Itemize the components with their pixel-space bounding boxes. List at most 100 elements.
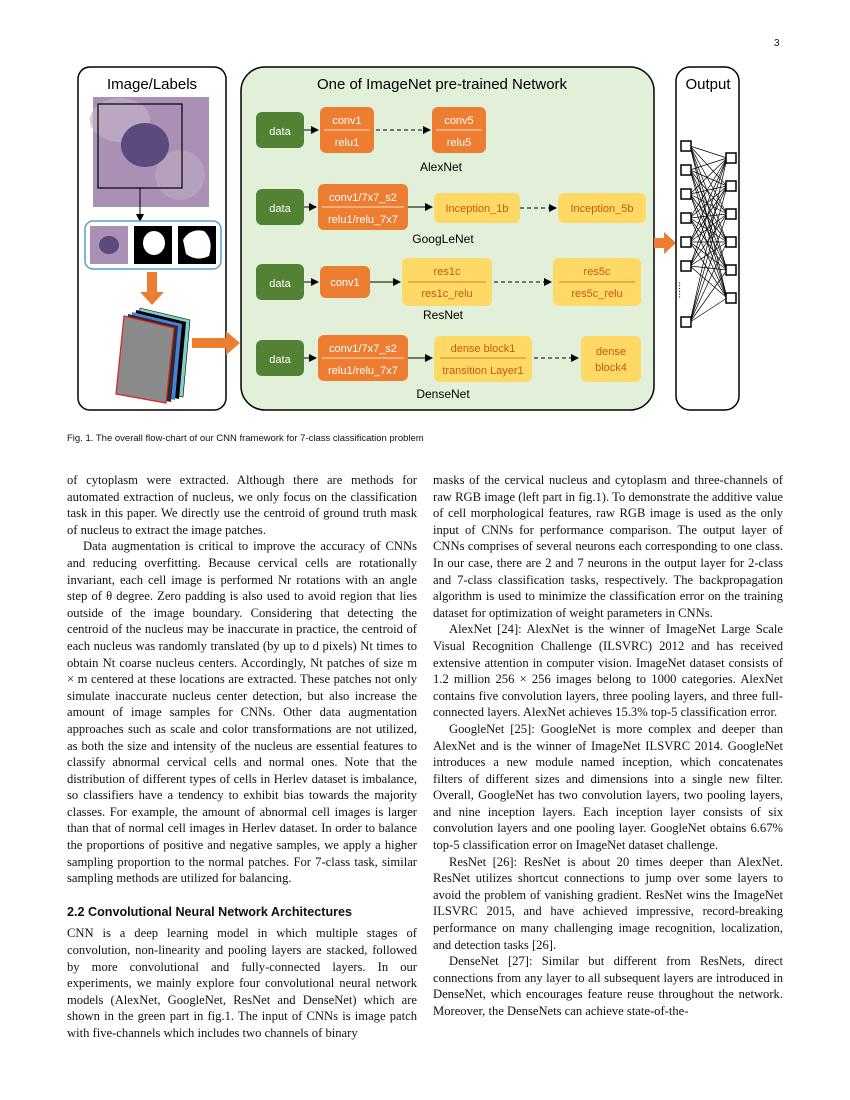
neuron-connection [689, 185, 728, 323]
input-neuron [680, 164, 692, 176]
conv5-label: conv5 [444, 115, 473, 127]
neuron-ellipsis: ...... [676, 282, 687, 299]
thumb-nucleus [99, 236, 119, 254]
res5c-relu-label: res5c_relu [571, 288, 622, 300]
output-neuron [725, 180, 737, 192]
neuron-connection [689, 213, 728, 323]
dense-conv1-label: conv1/7x7_s2 [329, 343, 397, 355]
right-column: masks of the cervical nucleus and cytopl… [433, 472, 783, 1020]
neuron-connection [689, 193, 728, 299]
neuron-connection [689, 217, 728, 243]
paragraph: DenseNet [27]: Similar but different fro… [433, 954, 783, 1018]
orange-right-arrow-2 [654, 232, 676, 254]
resnet-row: data conv1 res1c res1c_relu res5c res5c_… [256, 258, 641, 322]
output-neuron [725, 152, 737, 164]
inception-1b-block [434, 193, 520, 223]
data-label: data [269, 203, 291, 215]
nucleus-mask-shape [143, 231, 165, 255]
dense-relu1-label: relu1/relu_7x7 [328, 365, 398, 377]
inception-5b-block [558, 193, 646, 223]
densenet-row: data conv1/7x7_s2 relu1/relu_7x7 dense b… [256, 335, 641, 401]
cytoplasm-mask-shape [183, 230, 211, 259]
neuron-connection [689, 185, 728, 243]
neuron-connection [689, 241, 728, 323]
stacked-patches [115, 307, 191, 404]
right-panel-title: Output [685, 76, 731, 93]
relu5-label: relu5 [447, 137, 471, 149]
dense-block1-block [434, 336, 532, 382]
input-neuron [680, 260, 692, 272]
res5c-label: res5c [584, 266, 611, 278]
channels-box [84, 220, 222, 270]
neuron-connection [689, 157, 728, 267]
resnet-name: ResNet [423, 308, 464, 322]
resnet-conv1-block [320, 266, 370, 298]
dense-block4-block [581, 336, 641, 382]
nucleus-shape [121, 123, 169, 167]
left-panel-title: Image/Labels [107, 76, 197, 93]
figure-flowchart: Image/Labels One of ImageNet pre-trained… [77, 66, 740, 411]
neuron-connection [689, 157, 728, 323]
neuron-connection [689, 145, 728, 299]
transition-layer1-label: transition Layer1 [442, 365, 523, 377]
data-block [256, 112, 304, 148]
neuron-connection [689, 185, 728, 267]
orange-down-arrow [140, 272, 164, 305]
googlenet-name: GoogLeNet [412, 232, 474, 246]
block4-label: block4 [595, 362, 627, 374]
neuron-connection [689, 145, 728, 187]
alexnet-row: data conv1 relu1 conv5 relu5 AlexNet [256, 107, 486, 174]
neuron-connection [689, 193, 728, 215]
neuron-connection [689, 157, 728, 243]
relu1-label: relu1 [335, 137, 359, 149]
neuron-connection [689, 217, 728, 299]
output-neuron [725, 292, 737, 304]
neuron-connection [689, 169, 728, 243]
input-neuron [680, 212, 692, 224]
neuron-connection [689, 145, 728, 243]
neuron-connection [689, 241, 728, 271]
data-label: data [269, 354, 291, 366]
section-heading: 2.2 Convolutional Neural Network Archite… [67, 904, 353, 919]
res1c-relu-label: res1c_relu [421, 288, 472, 300]
input-neuron [680, 140, 692, 152]
neuron-connection [689, 193, 728, 243]
data-block [256, 189, 304, 225]
relu1-7x7-label: relu1/relu_7x7 [328, 214, 398, 226]
dense-block1-label: dense block1 [451, 343, 516, 355]
neuron-connection [689, 185, 728, 219]
neuron-connection [689, 297, 728, 323]
paragraph: Data augmentation is critical to improve… [67, 539, 417, 886]
data-label: data [269, 278, 291, 290]
dense-label: dense [596, 346, 626, 358]
paragraph: GoogleNet [25]: GoogleNet is more comple… [433, 721, 783, 853]
paragraph: AlexNet [24]: AlexNet is the winner of I… [433, 622, 783, 720]
neuron-connection [689, 241, 728, 299]
neuron-connection [689, 145, 728, 271]
output-neuron [725, 264, 737, 276]
neuron-connection [689, 169, 728, 215]
output-neuron [725, 208, 737, 220]
data-label: data [269, 126, 291, 138]
paragraph: masks of the cervical nucleus and cytopl… [433, 473, 783, 620]
inception-1b-label: Inception_1b [446, 203, 509, 215]
neuron-connection [689, 169, 728, 187]
input-neuron [680, 316, 692, 328]
neuron-connection [689, 193, 728, 271]
neuron-connection [689, 185, 728, 195]
neuron-connection [689, 145, 728, 159]
neuron-connection [689, 269, 728, 323]
page-number: 3 [774, 38, 780, 49]
conv1-label: conv1 [332, 115, 361, 127]
figure-caption: Fig. 1. The overall flow-chart of our CN… [67, 433, 424, 444]
paragraph: of cytoplasm were extracted. Although th… [67, 473, 417, 537]
data-block [256, 264, 304, 300]
googlenet-row: data conv1/7x7_s2 relu1/relu_7x7 Incepti… [256, 184, 646, 246]
input-neuron [680, 236, 692, 248]
alexnet-name: AlexNet [420, 160, 463, 174]
neuron-connection [689, 169, 728, 271]
conv1-7x7-label: conv1/7x7_s2 [329, 192, 397, 204]
neuron-connection [689, 145, 728, 215]
paragraph: CNN is a deep learning model in which mu… [67, 926, 417, 1040]
inception-5b-label: Inception_5b [571, 203, 634, 215]
